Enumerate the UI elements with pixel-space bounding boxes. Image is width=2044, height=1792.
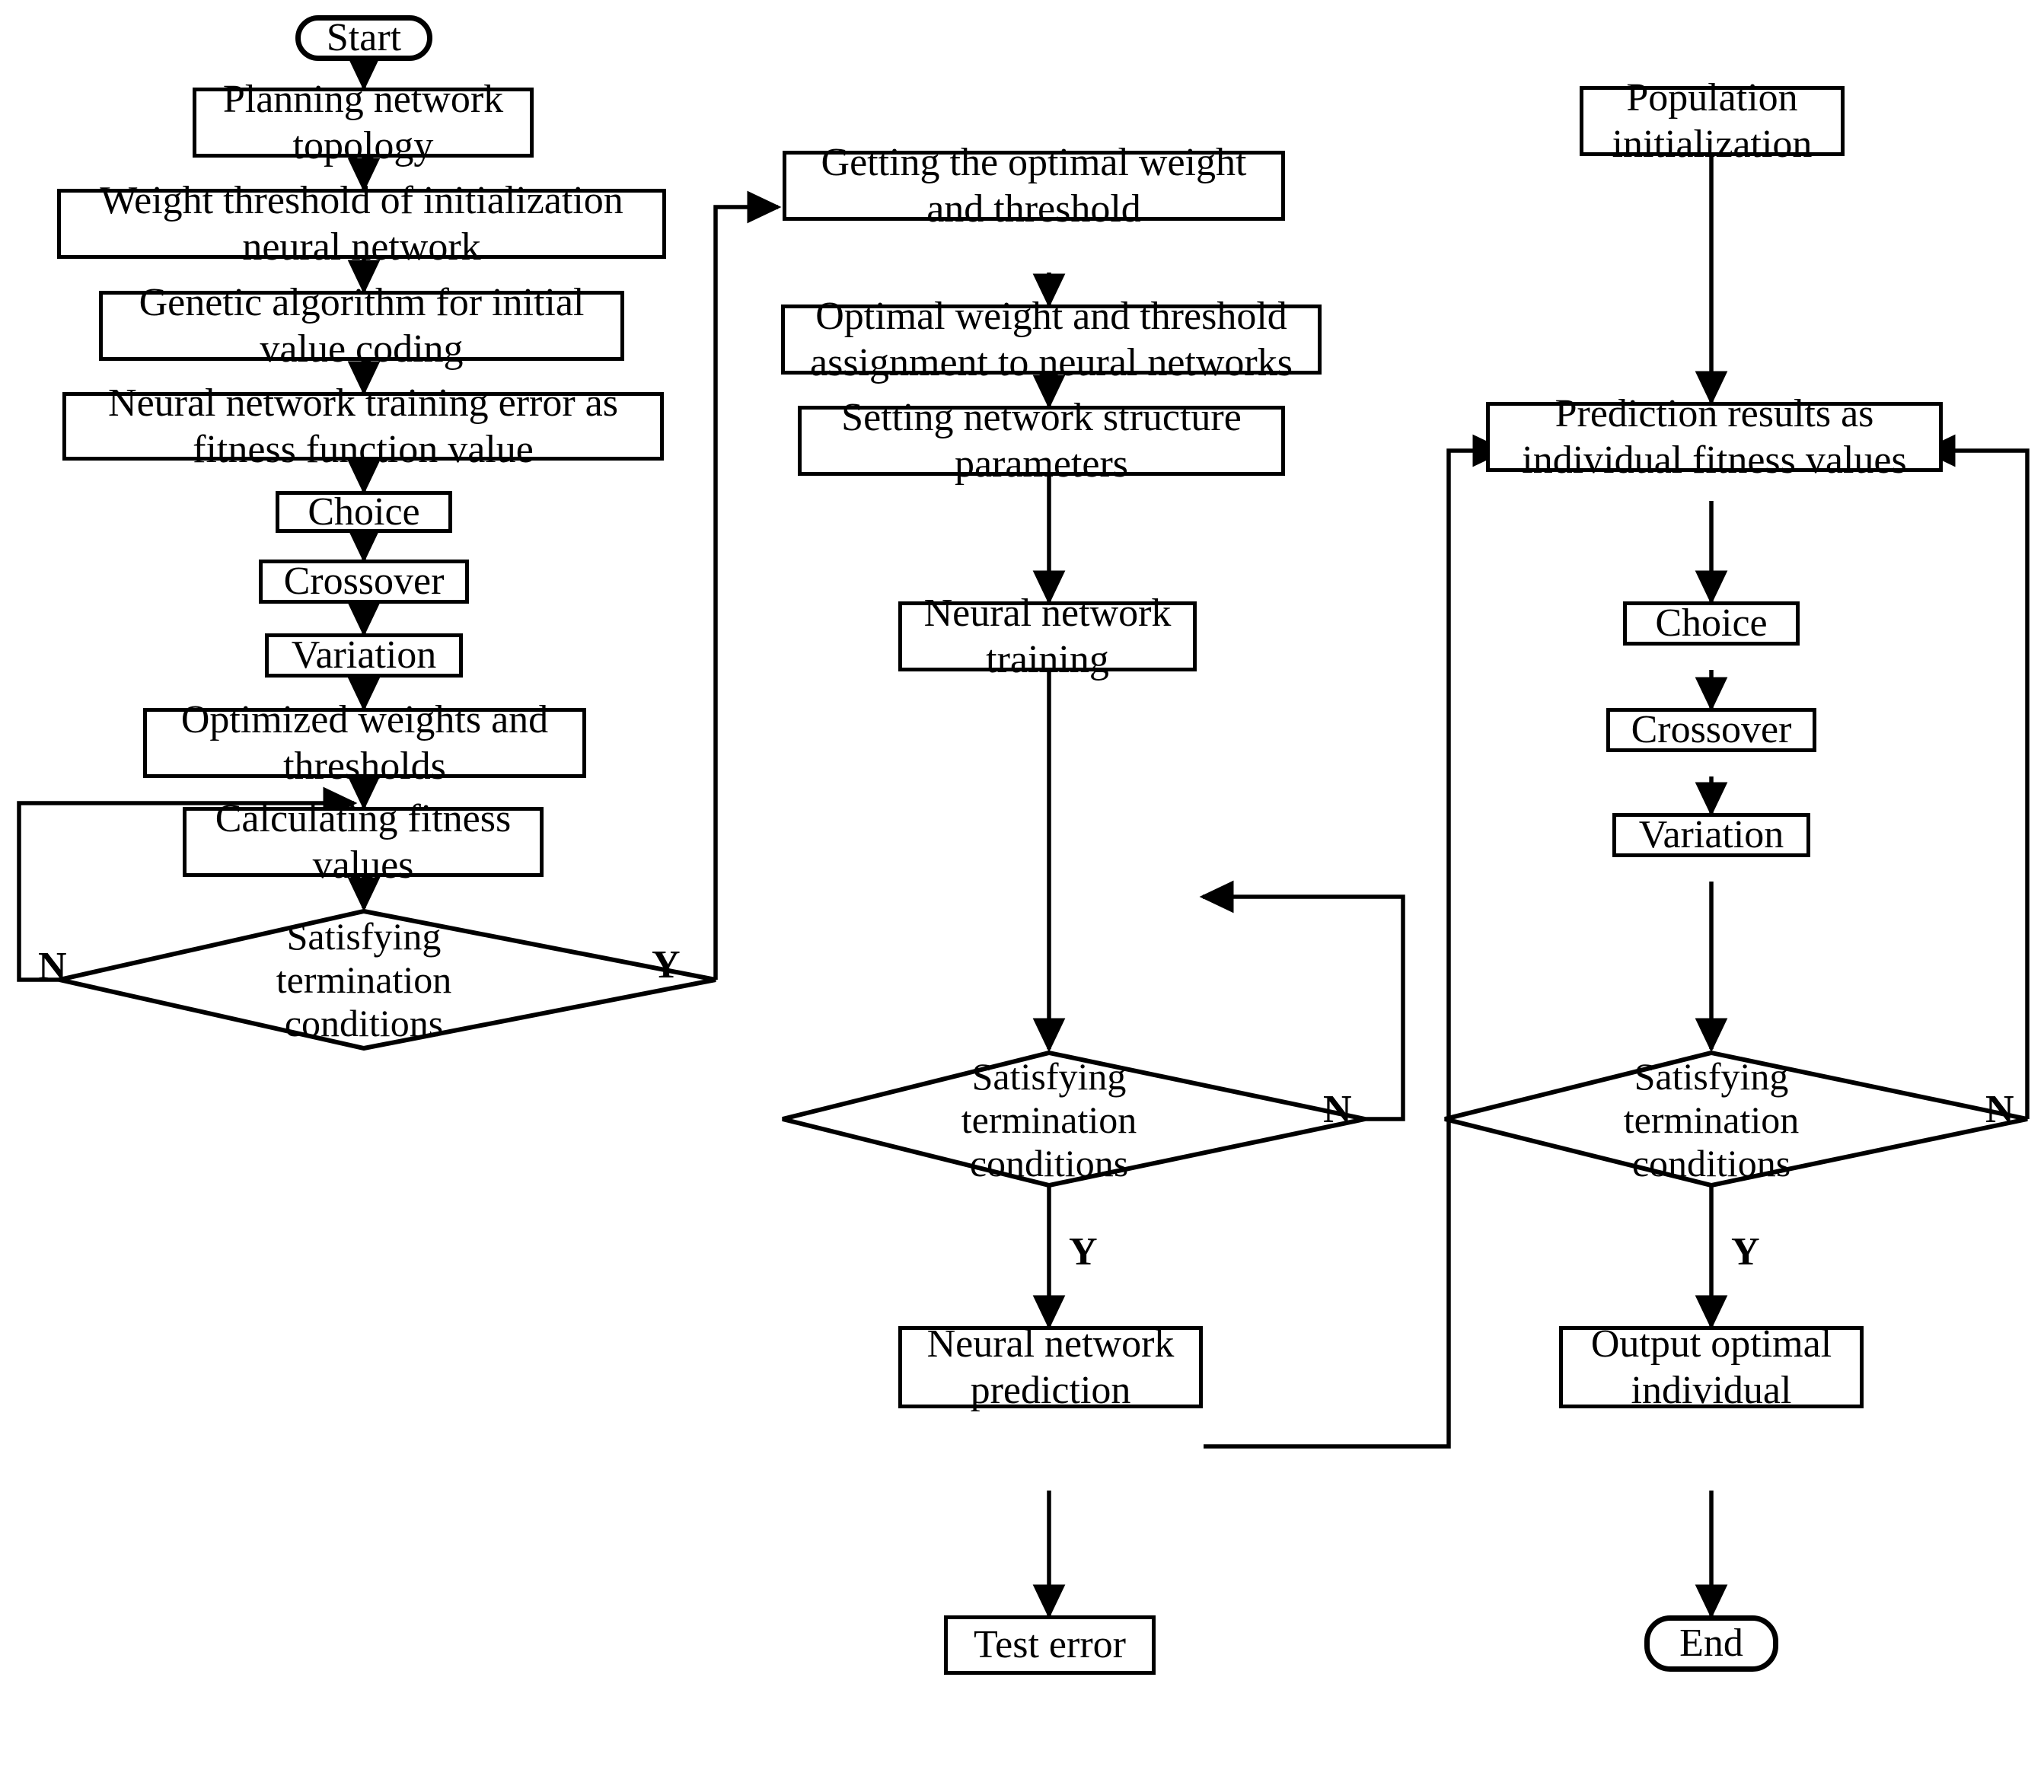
- node-choice-right-label: Choice: [1655, 601, 1768, 646]
- edge-label-right-no: N: [1985, 1088, 2014, 1131]
- middle-no-feedback: [1199, 880, 1405, 1121]
- node-decision-middle-label: Satisfying termination conditions: [961, 1054, 1137, 1185]
- node-crossover-right[interactable]: Crossover: [1606, 708, 1816, 752]
- node-prediction-results-fitness-values[interactable]: Prediction results as individual fitness…: [1486, 392, 1943, 482]
- middle-prediction-to-right: [1204, 434, 1507, 1449]
- node-end-label: End: [1679, 1621, 1743, 1666]
- node-choice-right[interactable]: Choice: [1623, 601, 1800, 646]
- node-optimal-assignment-neural-networks[interactable]: Optimal weight and threshold assignment …: [781, 295, 1322, 384]
- node-fitness-function-value-label: Neural network training error as fitness…: [108, 381, 618, 471]
- edge-label-left-no: N: [38, 945, 67, 988]
- node-start-label: Start: [326, 16, 402, 60]
- edge-label-middle-yes: Y: [1069, 1230, 1098, 1274]
- node-start[interactable]: Start: [295, 15, 432, 61]
- node-weight-threshold-init[interactable]: Weight threshold of initialization neura…: [57, 179, 666, 269]
- node-genetic-algorithm-coding[interactable]: Genetic algorithm for initial value codi…: [99, 281, 624, 371]
- node-prediction-results-fitness-values-label: Prediction results as individual fitness…: [1522, 391, 1907, 482]
- node-choice-left[interactable]: Choice: [276, 489, 452, 534]
- node-crossover-left-label: Crossover: [283, 560, 445, 604]
- edge-label-middle-no: N: [1323, 1088, 1352, 1131]
- node-choice-left-label: Choice: [308, 489, 420, 534]
- node-setting-network-structure-parameters-label: Setting network structure parameters: [841, 395, 1242, 486]
- node-optimized-weights-thresholds-label: Optimized weights and thresholds: [180, 697, 549, 788]
- node-getting-optimal-weight-threshold[interactable]: Getting the optimal weight and threshold: [783, 141, 1285, 231]
- node-planning-network-topology-label: Planning network topology: [222, 77, 504, 167]
- node-weight-threshold-init-label: Weight threshold of initialization neura…: [100, 178, 623, 269]
- node-neural-network-prediction-label: Neural network prediction: [926, 1322, 1175, 1412]
- node-variation-right-label: Variation: [1638, 813, 1784, 857]
- node-output-optimal-individual-label: Output optimal individual: [1590, 1322, 1832, 1412]
- node-test-error[interactable]: Test error: [944, 1615, 1156, 1675]
- node-neural-network-prediction[interactable]: Neural network prediction: [898, 1322, 1203, 1412]
- node-decision-right-label: Satisfying termination conditions: [1623, 1054, 1800, 1185]
- edge-label-right-yes: Y: [1731, 1230, 1760, 1274]
- node-output-optimal-individual[interactable]: Output optimal individual: [1559, 1322, 1864, 1412]
- edge-label-left-yes: Y: [652, 943, 681, 987]
- node-variation-left[interactable]: Variation: [265, 633, 463, 678]
- node-setting-network-structure-parameters[interactable]: Setting network structure parameters: [798, 396, 1285, 486]
- node-test-error-label: Test error: [974, 1623, 1126, 1667]
- node-crossover-left[interactable]: Crossover: [259, 560, 469, 604]
- node-decision-right[interactable]: Satisfying termination conditions: [1559, 1053, 1864, 1187]
- node-optimal-assignment-neural-networks-label: Optimal weight and threshold assignment …: [810, 294, 1293, 384]
- right-no-feedback: [1921, 434, 2030, 1119]
- node-planning-network-topology[interactable]: Planning network topology: [193, 78, 534, 167]
- node-variation-left-label: Variation: [291, 633, 437, 678]
- node-crossover-right-label: Crossover: [1631, 708, 1792, 752]
- node-neural-network-training[interactable]: Neural network training: [898, 591, 1197, 681]
- node-optimized-weights-thresholds[interactable]: Optimized weights and thresholds: [143, 698, 586, 788]
- left-yes-to-middle: [713, 190, 782, 980]
- node-calculating-fitness-values-label: Calculating fitness values: [215, 796, 512, 887]
- node-population-initialization-label: Population initialization: [1612, 75, 1813, 166]
- node-fitness-function-value[interactable]: Neural network training error as fitness…: [62, 381, 664, 471]
- node-end[interactable]: End: [1644, 1615, 1778, 1672]
- node-genetic-algorithm-coding-label: Genetic algorithm for initial value codi…: [139, 280, 585, 371]
- node-getting-optimal-weight-threshold-label: Getting the optimal weight and threshold: [821, 140, 1247, 231]
- node-variation-right[interactable]: Variation: [1612, 813, 1810, 857]
- node-decision-left[interactable]: Satisfying termination conditions: [212, 911, 516, 1048]
- node-calculating-fitness-values[interactable]: Calculating fitness values: [183, 797, 544, 887]
- node-population-initialization[interactable]: Population initialization: [1580, 76, 1845, 166]
- node-neural-network-training-label: Neural network training: [923, 591, 1172, 681]
- node-decision-middle[interactable]: Satisfying termination conditions: [897, 1053, 1201, 1187]
- node-decision-left-label: Satisfying termination conditions: [276, 914, 452, 1044]
